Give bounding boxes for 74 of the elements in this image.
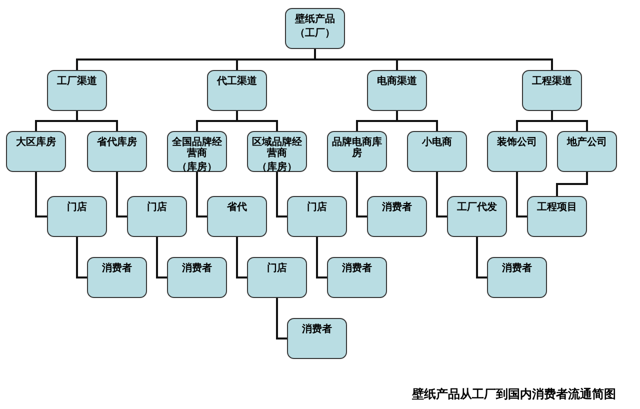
caption: 壁纸产品从工厂到国内消费者流通简图 [412, 386, 616, 403]
connector-line [236, 237, 247, 278]
process-box [127, 196, 187, 237]
process-box [527, 196, 587, 237]
process-box [167, 257, 227, 298]
process-box [6, 131, 66, 172]
node-label: 小电商 [422, 137, 452, 148]
node-label: （库房） [257, 162, 297, 173]
process-box [87, 131, 147, 172]
process-box [287, 318, 347, 359]
connector-line [314, 49, 553, 70]
process-box [47, 70, 107, 111]
connector-line [236, 111, 278, 131]
process-box [207, 196, 267, 237]
process-box [487, 131, 547, 172]
node-label: 工厂代发 [457, 202, 497, 213]
connector-line [35, 172, 47, 218]
node-label: 全国品牌经营商 [171, 137, 223, 159]
node-label: 消费者 [342, 263, 372, 274]
node-label: 省代 [227, 202, 247, 213]
node-label: （工厂） [295, 28, 335, 39]
node-label: 门店 [307, 202, 327, 213]
node-label: 工程项目 [537, 202, 577, 213]
node-label: 大区库房 [16, 137, 56, 148]
connector-line [476, 237, 487, 278]
connector-line [356, 172, 367, 218]
node-label: 代工渠道 [217, 76, 257, 87]
node-label: 区域品牌经营商 [251, 137, 303, 159]
process-box [407, 131, 467, 172]
node-label: 装饰公司 [497, 137, 537, 148]
process-box [247, 131, 307, 172]
process-box [447, 196, 507, 237]
process-box [285, 8, 345, 49]
process-box [327, 257, 387, 298]
process-box [207, 70, 267, 111]
node-label: 门店 [67, 202, 87, 213]
connector-line [556, 172, 588, 196]
connector-line [276, 298, 287, 340]
process-box [247, 257, 307, 298]
node-label: 省代库房 [97, 137, 137, 148]
node-label: 地产公司 [567, 137, 607, 148]
connector-line [76, 111, 118, 131]
process-box [557, 131, 617, 172]
process-box [47, 196, 107, 237]
connector-line [436, 172, 447, 218]
node-label: 消费者 [182, 263, 212, 274]
process-box [327, 131, 387, 172]
node-label: 工厂渠道 [57, 76, 97, 87]
process-box [87, 257, 147, 298]
connector-line [76, 237, 87, 278]
node-label: 消费者 [502, 263, 532, 274]
process-box [167, 131, 227, 172]
process-box [367, 196, 427, 237]
connector-line [516, 172, 527, 218]
node-label: 工程渠道 [532, 76, 572, 87]
connector-line [316, 237, 327, 278]
process-box [487, 257, 547, 298]
node-label: 壁纸产品 [295, 14, 335, 25]
connector-line [196, 172, 207, 218]
process-box [522, 70, 582, 111]
node-label: 电商渠道 [377, 76, 417, 87]
connector-line [396, 111, 438, 131]
node-label: 门店 [267, 263, 287, 274]
node-label: 消费者 [302, 324, 332, 335]
process-box [287, 196, 347, 237]
process-box [367, 70, 427, 111]
connector-line [276, 172, 287, 218]
node-label: 品牌电商库房 [331, 137, 383, 159]
node-label: 消费者 [382, 202, 412, 213]
connector-line [156, 237, 167, 278]
connector-line [116, 172, 127, 218]
node-label: 门店 [147, 202, 167, 213]
node-label: 消费者 [102, 263, 132, 274]
node-label: （库房） [177, 162, 217, 173]
